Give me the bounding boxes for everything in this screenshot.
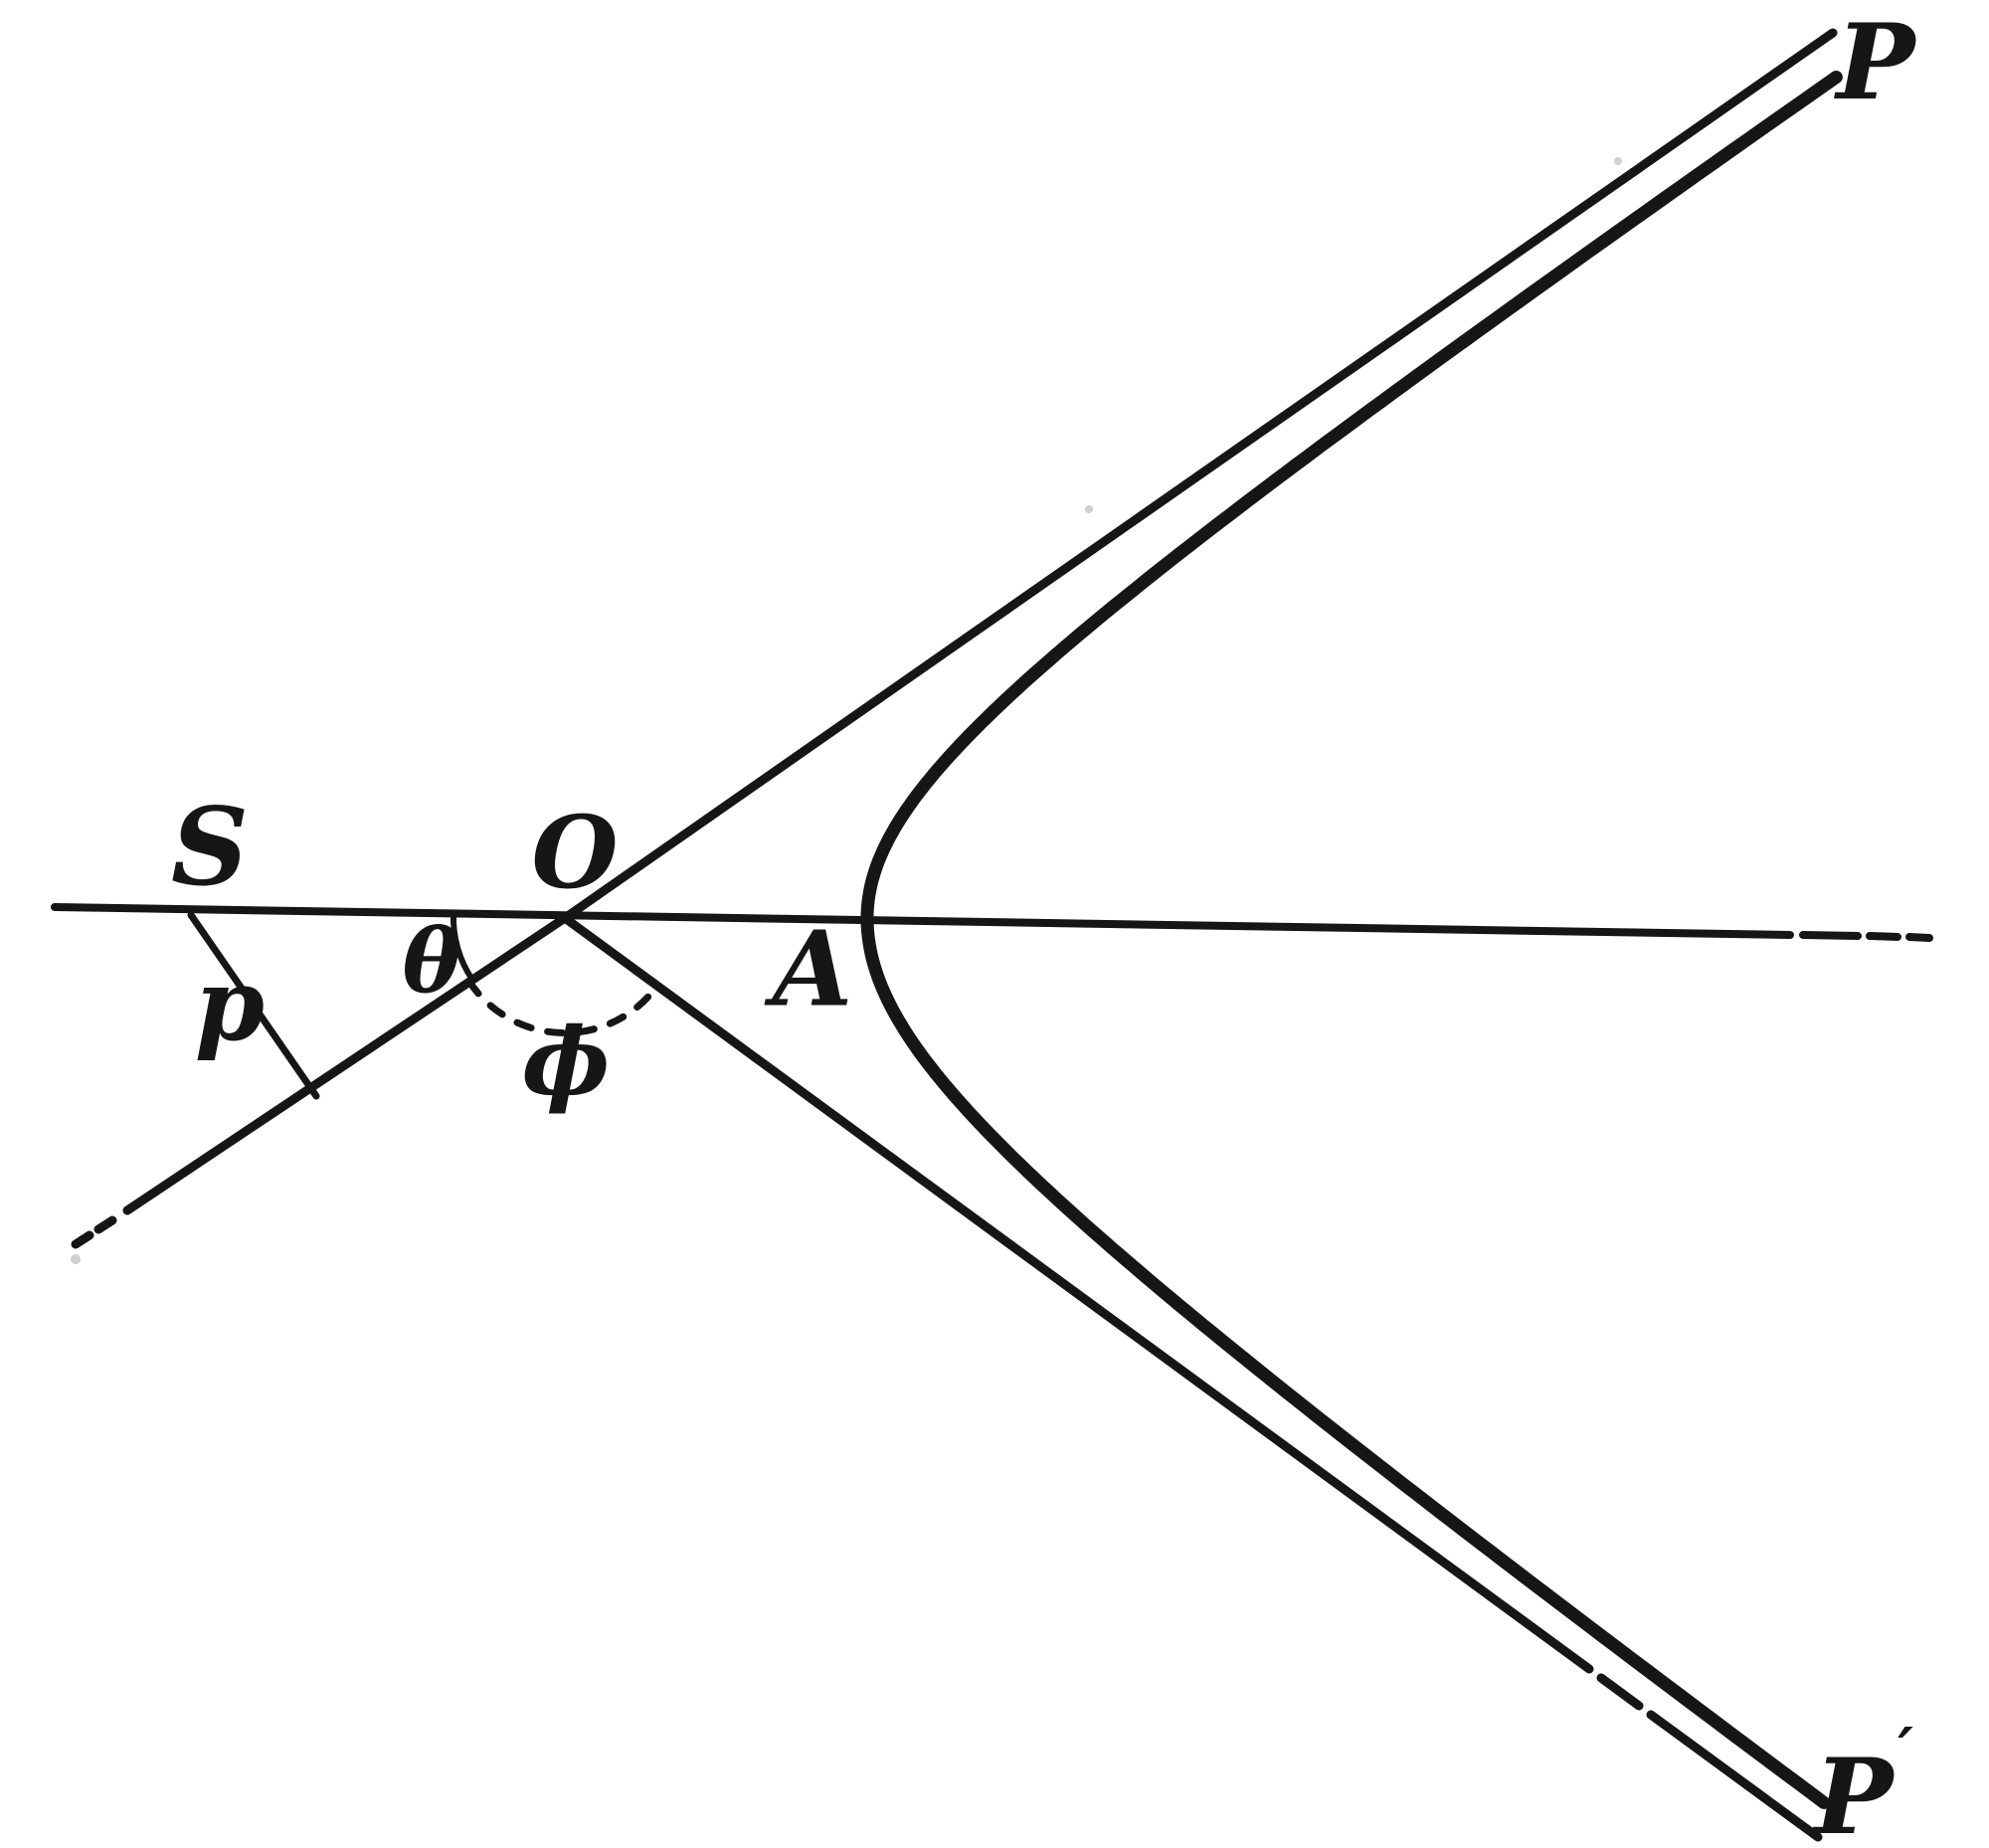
- label-p: p: [195, 946, 265, 1063]
- label-phi: ϕ: [522, 1008, 611, 1117]
- hyperbola-curve: [860, 71, 1843, 1809]
- scan-speck: [1614, 157, 1622, 165]
- perpendicular-p-line: [187, 911, 320, 1100]
- asymptote-line-P: [71, 28, 1838, 1249]
- label-P-prime-mark: ′: [1898, 1716, 1913, 1785]
- phi-angle-arc: [465, 978, 661, 1036]
- label-P-prime: P: [1812, 1735, 1897, 1848]
- theta-angle-arc: [450, 910, 475, 983]
- label-P: P: [1834, 0, 1918, 123]
- scan-speck: [71, 1254, 81, 1264]
- asymptote-line-P-prime: [560, 913, 1823, 1842]
- axis-line: [51, 903, 1933, 942]
- scan-specks: [71, 157, 1622, 1264]
- label-theta: θ: [403, 909, 461, 1013]
- label-O: O: [531, 794, 618, 911]
- scan-speck: [1085, 505, 1093, 513]
- label-S: S: [171, 785, 249, 910]
- label-A: A: [764, 908, 853, 1030]
